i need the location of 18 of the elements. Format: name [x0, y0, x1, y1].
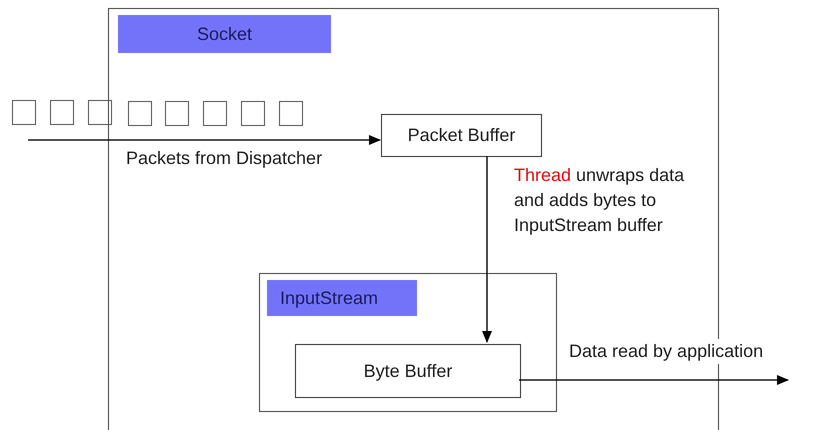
packet-square: [12, 100, 36, 125]
buffer-box: [381, 114, 542, 157]
heading-label: InputStream: [267, 280, 417, 316]
packet-square: [203, 101, 227, 126]
node-label: Byte Buffer: [364, 360, 452, 383]
packet-square: [50, 100, 74, 125]
packet-square: [241, 101, 265, 126]
buffer-box: [295, 344, 521, 398]
heading-label: Socket: [118, 15, 331, 53]
arrow: [519, 375, 789, 385]
arrow: [28, 135, 381, 145]
container-box: [259, 273, 557, 412]
packet-square: [88, 100, 112, 125]
node-label: Packet Buffer: [408, 124, 516, 147]
packet-square: [128, 101, 152, 126]
packet-square: [279, 101, 303, 126]
arrow: [482, 156, 492, 343]
packet-square: [165, 101, 189, 126]
